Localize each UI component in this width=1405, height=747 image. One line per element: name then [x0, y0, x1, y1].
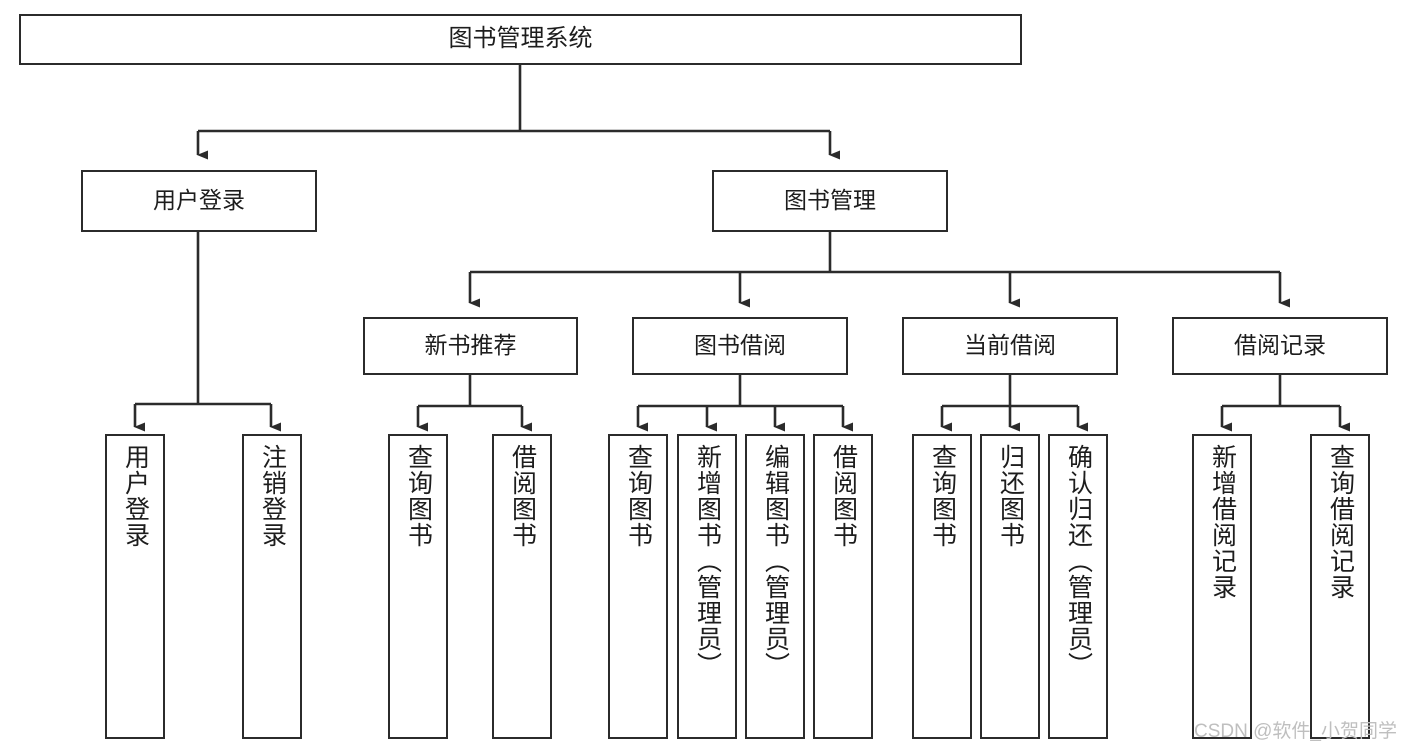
node-leaf-borrow-book-1[interactable]: 借阅图书: [492, 434, 552, 739]
node-leaf-query-book-2[interactable]: 查询图书: [608, 434, 668, 739]
node-leaf-user-login-label: 用户登录: [121, 444, 150, 548]
node-current-borrow-label: 当前借阅: [964, 332, 1056, 359]
node-new-book-recommend[interactable]: 新书推荐: [363, 317, 578, 375]
node-leaf-return-book-label: 归还图书: [996, 444, 1025, 548]
node-book-management-label: 图书管理: [784, 187, 876, 214]
node-root[interactable]: 图书管理系统: [19, 14, 1022, 65]
node-user-login[interactable]: 用户登录: [81, 170, 317, 232]
node-leaf-logout-login[interactable]: 注销登录: [242, 434, 302, 739]
node-leaf-add-book[interactable]: 新增图书（管理员）: [677, 434, 737, 739]
node-leaf-confirm-return-label: 确认归还（管理员）: [1064, 444, 1093, 678]
node-user-login-label: 用户登录: [153, 187, 245, 214]
node-book-borrow[interactable]: 图书借阅: [632, 317, 848, 375]
node-leaf-add-record[interactable]: 新增借阅记录: [1192, 434, 1252, 739]
node-borrow-record-label: 借阅记录: [1234, 332, 1326, 359]
node-leaf-query-book-3[interactable]: 查询图书: [912, 434, 972, 739]
node-leaf-query-record[interactable]: 查询借阅记录: [1310, 434, 1370, 739]
node-leaf-return-book[interactable]: 归还图书: [980, 434, 1040, 739]
node-leaf-add-book-label: 新增图书（管理员）: [693, 444, 722, 678]
node-leaf-borrow-book-2[interactable]: 借阅图书: [813, 434, 873, 739]
node-root-label: 图书管理系统: [448, 25, 593, 53]
node-leaf-confirm-return[interactable]: 确认归还（管理员）: [1048, 434, 1108, 739]
node-current-borrow[interactable]: 当前借阅: [902, 317, 1118, 375]
node-leaf-user-login[interactable]: 用户登录: [105, 434, 165, 739]
node-leaf-query-book-3-label: 查询图书: [928, 444, 957, 548]
node-book-management[interactable]: 图书管理: [712, 170, 948, 232]
node-leaf-borrow-book-1-label: 借阅图书: [508, 444, 537, 548]
watermark-text: CSDN @软件_小贺同学: [1194, 721, 1397, 742]
node-leaf-edit-book-label: 编辑图书（管理员）: [761, 444, 790, 678]
node-borrow-record[interactable]: 借阅记录: [1172, 317, 1388, 375]
node-leaf-logout-login-label: 注销登录: [258, 444, 287, 548]
node-leaf-query-book-1[interactable]: 查询图书: [388, 434, 448, 739]
node-leaf-query-book-1-label: 查询图书: [404, 444, 433, 548]
node-new-book-recommend-label: 新书推荐: [424, 332, 517, 359]
node-leaf-query-record-label: 查询借阅记录: [1326, 444, 1355, 600]
node-leaf-edit-book[interactable]: 编辑图书（管理员）: [745, 434, 805, 739]
node-book-borrow-label: 图书借阅: [694, 332, 786, 359]
node-leaf-borrow-book-2-label: 借阅图书: [829, 444, 858, 548]
node-leaf-query-book-2-label: 查询图书: [624, 444, 653, 548]
node-leaf-add-record-label: 新增借阅记录: [1208, 444, 1237, 600]
